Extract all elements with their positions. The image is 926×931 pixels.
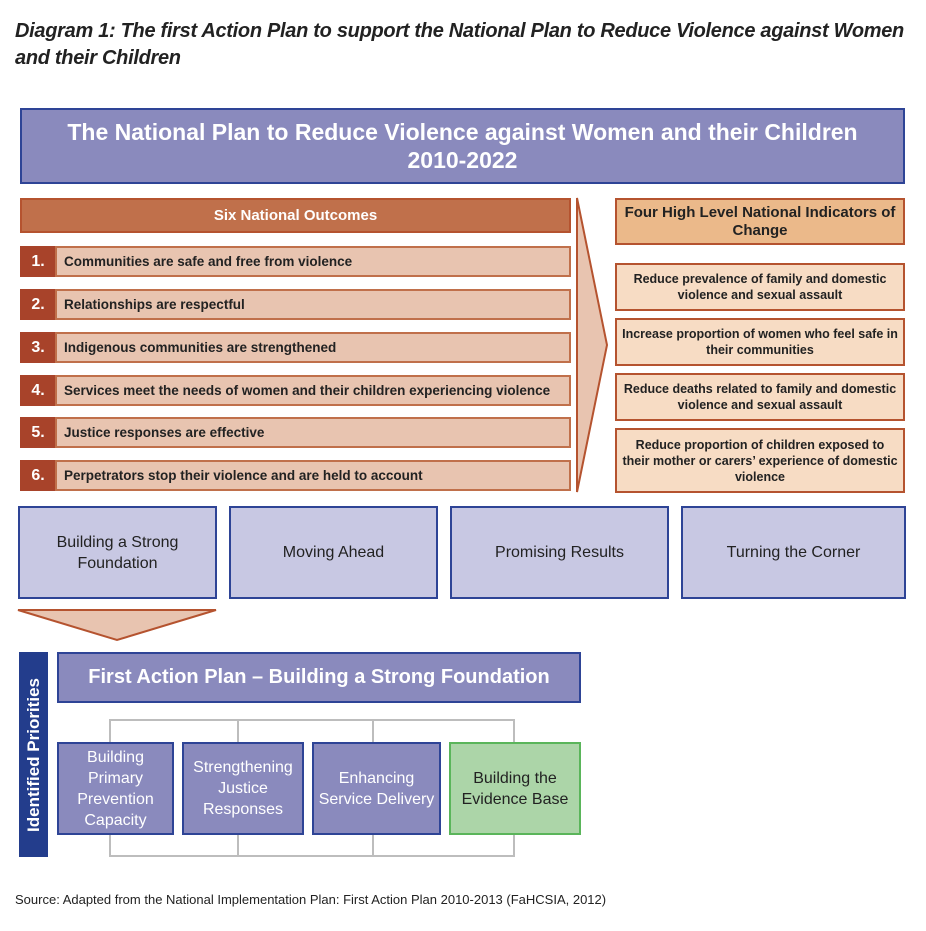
source-note: Source: Adapted from the National Implem… <box>15 892 607 907</box>
outcome-number: 1. <box>20 246 56 277</box>
outcomes-header: Six National Outcomes <box>20 198 571 233</box>
indicator-box: Reduce prevalence of family and domestic… <box>615 263 905 311</box>
outcome-number: 4. <box>20 375 56 406</box>
first-action-plan-box: First Action Plan – Building a Strong Fo… <box>57 652 581 703</box>
outcome-text: Communities are safe and free from viole… <box>55 246 571 277</box>
outcome-text: Justice responses are effective <box>55 417 571 448</box>
national-plan-banner: The National Plan to Reduce Violence aga… <box>20 108 905 184</box>
priority-box: Enhancing Service Delivery <box>312 742 441 835</box>
outcome-number: 5. <box>20 417 56 448</box>
outcome-number: 2. <box>20 289 56 320</box>
outcome-number: 6. <box>20 460 56 491</box>
indicator-box: Reduce proportion of children exposed to… <box>615 428 905 493</box>
phase-box: Promising Results <box>450 506 669 599</box>
outcome-text: Relationships are respectful <box>55 289 571 320</box>
outcome-text: Indigenous communities are strengthened <box>55 332 571 363</box>
priority-box-evidence: Building the Evidence Base <box>449 742 581 835</box>
identified-priorities-bar: Identified Priorities <box>19 652 48 857</box>
connector-lines <box>109 719 515 857</box>
indicator-box: Reduce deaths related to family and dome… <box>615 373 905 421</box>
outcome-text: Perpetrators stop their violence and are… <box>55 460 571 491</box>
identified-priorities-label: Identified Priorities <box>23 677 43 832</box>
outcome-number: 3. <box>20 332 56 363</box>
phase-box: Moving Ahead <box>229 506 438 599</box>
banner-title: The National Plan to Reduce Violence aga… <box>67 119 858 145</box>
diagram-caption: Diagram 1: The first Action Plan to supp… <box>15 20 904 69</box>
right-arrow-shape <box>576 197 609 493</box>
priority-box: Strengthening Justice Responses <box>182 742 304 835</box>
banner-years: 2010-2022 <box>407 147 518 173</box>
outcome-text: Services meet the needs of women and the… <box>55 375 571 406</box>
indicators-header: Four High Level National Indicators of C… <box>615 198 905 245</box>
phase-box: Building a Strong Foundation <box>18 506 217 599</box>
indicator-box: Increase proportion of women who feel sa… <box>615 318 905 366</box>
down-arrow-shape <box>17 609 217 642</box>
phase-box: Turning the Corner <box>681 506 906 599</box>
priority-box: Building Primary Prevention Capacity <box>57 742 174 835</box>
